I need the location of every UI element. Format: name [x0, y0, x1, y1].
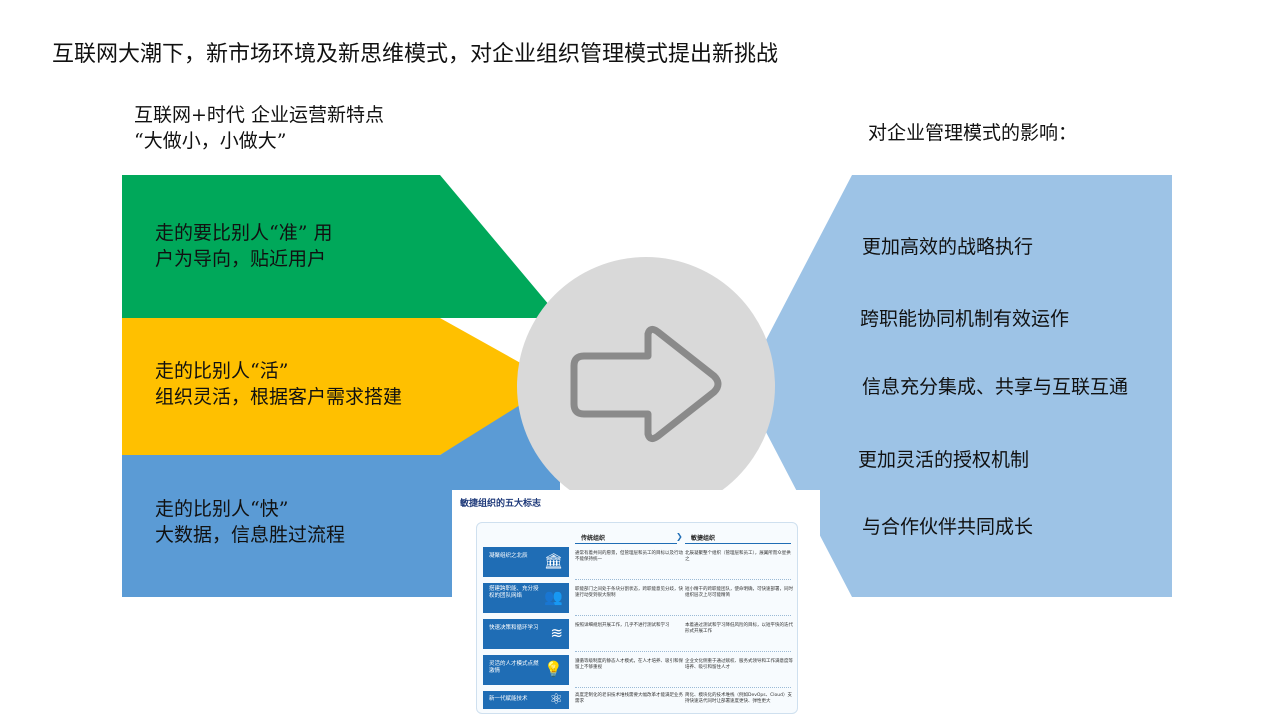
page-title: 互联网大潮下，新市场环境及新思维模式，对企业组织管理模式提出新挑战: [52, 42, 779, 67]
table-row-traditional: 按照详细规划开展工作，几乎不进行测试和学习: [575, 623, 670, 628]
col-header-underline: [685, 543, 791, 544]
right-item-collaboration: 跨职能协同机制有效运作: [860, 308, 1070, 330]
table-row-traditional: 遵循等级制度的静态人才模式，在人才培养、吸引和保留上不够重视: [575, 659, 683, 670]
lightbulb-icon: 💡: [544, 660, 563, 678]
table-row-name: 快速决策和循环学习: [489, 625, 539, 631]
left-header-line2: “大做小，小做大”: [134, 130, 287, 152]
band-text-agility: 走的比别人“活” 组织灵活，根据客户需求搭建: [155, 358, 402, 410]
col-header-underline: [575, 543, 677, 544]
right-item-partners: 与合作伙伴共同成长: [862, 516, 1034, 538]
table-row-name: 灵活的人才模式点燃激情: [489, 661, 539, 674]
band-text-speed: 走的比别人“快” 大数据，信息胜过流程: [155, 496, 345, 548]
table-row-agile: 企业文化侧重于通过赋权、服务式领导和工作满意度等培养、吸引和留住人才: [685, 659, 793, 670]
table-row-agile: 简化、模块化的技术堆栈（例如DevOps、Cloud）支持快速迭代同时让部署速度…: [685, 693, 792, 704]
institution-icon: 🏛: [543, 552, 563, 570]
band-text-line2: 户为导向，贴近用户: [155, 248, 327, 270]
table-row-name-cell: 凝聚组织之北辰 🏛: [483, 547, 569, 577]
left-header: 互联网+时代 企业运营新特点 “大做小，小做大”: [134, 102, 384, 154]
table-row-agile: 北辰凝聚整个组织（管理层和员工），展翼所而众星拱之: [685, 551, 791, 562]
table-row-traditional: 通常有着共同的愿景，但管理层和员工的目标以及行动不能保持统一: [575, 551, 683, 562]
center-circle: [517, 257, 775, 515]
table-row-divider: [575, 615, 791, 616]
table-row-divider: [575, 651, 791, 652]
band-text-line2: 组织灵活，根据客户需求搭建: [155, 386, 403, 408]
table-row-agile: 短小精干的跨职能团队，使命明确，可快速部署，同时组织层次上尽可能精简: [685, 587, 793, 598]
band-text-line1: 走的要比别人“准” 用: [155, 222, 333, 244]
table-row-divider: [575, 687, 791, 688]
band-text-line1: 走的比别人“快”: [155, 498, 289, 520]
right-item-authorization: 更加灵活的授权机制: [858, 449, 1030, 471]
agile-org-table-card: 敏捷组织的五大标志 传统组织 敏捷组织 ❯ 凝聚组织之北辰 🏛 通常有着共同的愿…: [452, 490, 820, 720]
table-row-traditional: 高度定制化的老旧技术堆栈需要大幅改革才能满足业务需求: [575, 693, 683, 704]
right-arrow-icon: [570, 325, 722, 443]
table-row-name: 搭建跨职能、充分授权的团队网络: [489, 586, 539, 599]
right-header: 对企业管理模式的影响：: [868, 122, 1078, 144]
layers-icon: ≋: [550, 624, 563, 642]
table-row-traditional: 职能部门之间处于条块分割状态，跨职能意见分歧，快速行动受到很大限制: [575, 587, 683, 598]
atom-icon: ⚛: [549, 690, 563, 708]
band-text-line2: 大数据，信息胜过流程: [155, 524, 346, 546]
table-row-name-cell: 快速决策和循环学习 ≋: [483, 619, 569, 649]
table-row-name: 凝聚组织之北辰: [489, 553, 528, 559]
left-header-line1: 互联网+时代 企业运营新特点: [134, 104, 384, 126]
table-row-name-cell: 搭建跨职能、充分授权的团队网络 👥: [483, 583, 569, 613]
right-item-strategy: 更加高效的战略执行: [862, 236, 1034, 258]
table-row-agile: 本着通过测试和学习降低风险的目标，以短平快的迭代形式开展工作: [685, 623, 793, 634]
table-row-name-cell: 新一代赋能技术 ⚛: [483, 691, 569, 709]
col-header-traditional: 传统组织: [581, 535, 606, 542]
table-title: 敏捷组织的五大标志: [460, 499, 542, 509]
table-row-name-cell: 灵活的人才模式点燃激情 💡: [483, 655, 569, 685]
band-green: [122, 175, 560, 318]
agile-org-table: 传统组织 敏捷组织 ❯ 凝聚组织之北辰 🏛 通常有着共同的愿景，但管理层和员工的…: [476, 522, 798, 714]
band-text-accuracy: 走的要比别人“准” 用 户为导向，贴近用户: [155, 220, 332, 272]
right-panel: [742, 175, 1172, 597]
band-yellow: [122, 318, 560, 455]
table-row-name: 新一代赋能技术: [489, 696, 528, 702]
right-item-information: 信息充分集成、共享与互联互通: [862, 376, 1129, 398]
table-row-divider: [575, 579, 791, 580]
chevron-right-icon: ❯: [676, 532, 683, 541]
band-text-line1: 走的比别人“活”: [155, 360, 289, 382]
band-blue: [122, 380, 560, 597]
team-icon: 👥: [544, 588, 563, 606]
col-header-agile: 敏捷组织: [691, 535, 716, 542]
